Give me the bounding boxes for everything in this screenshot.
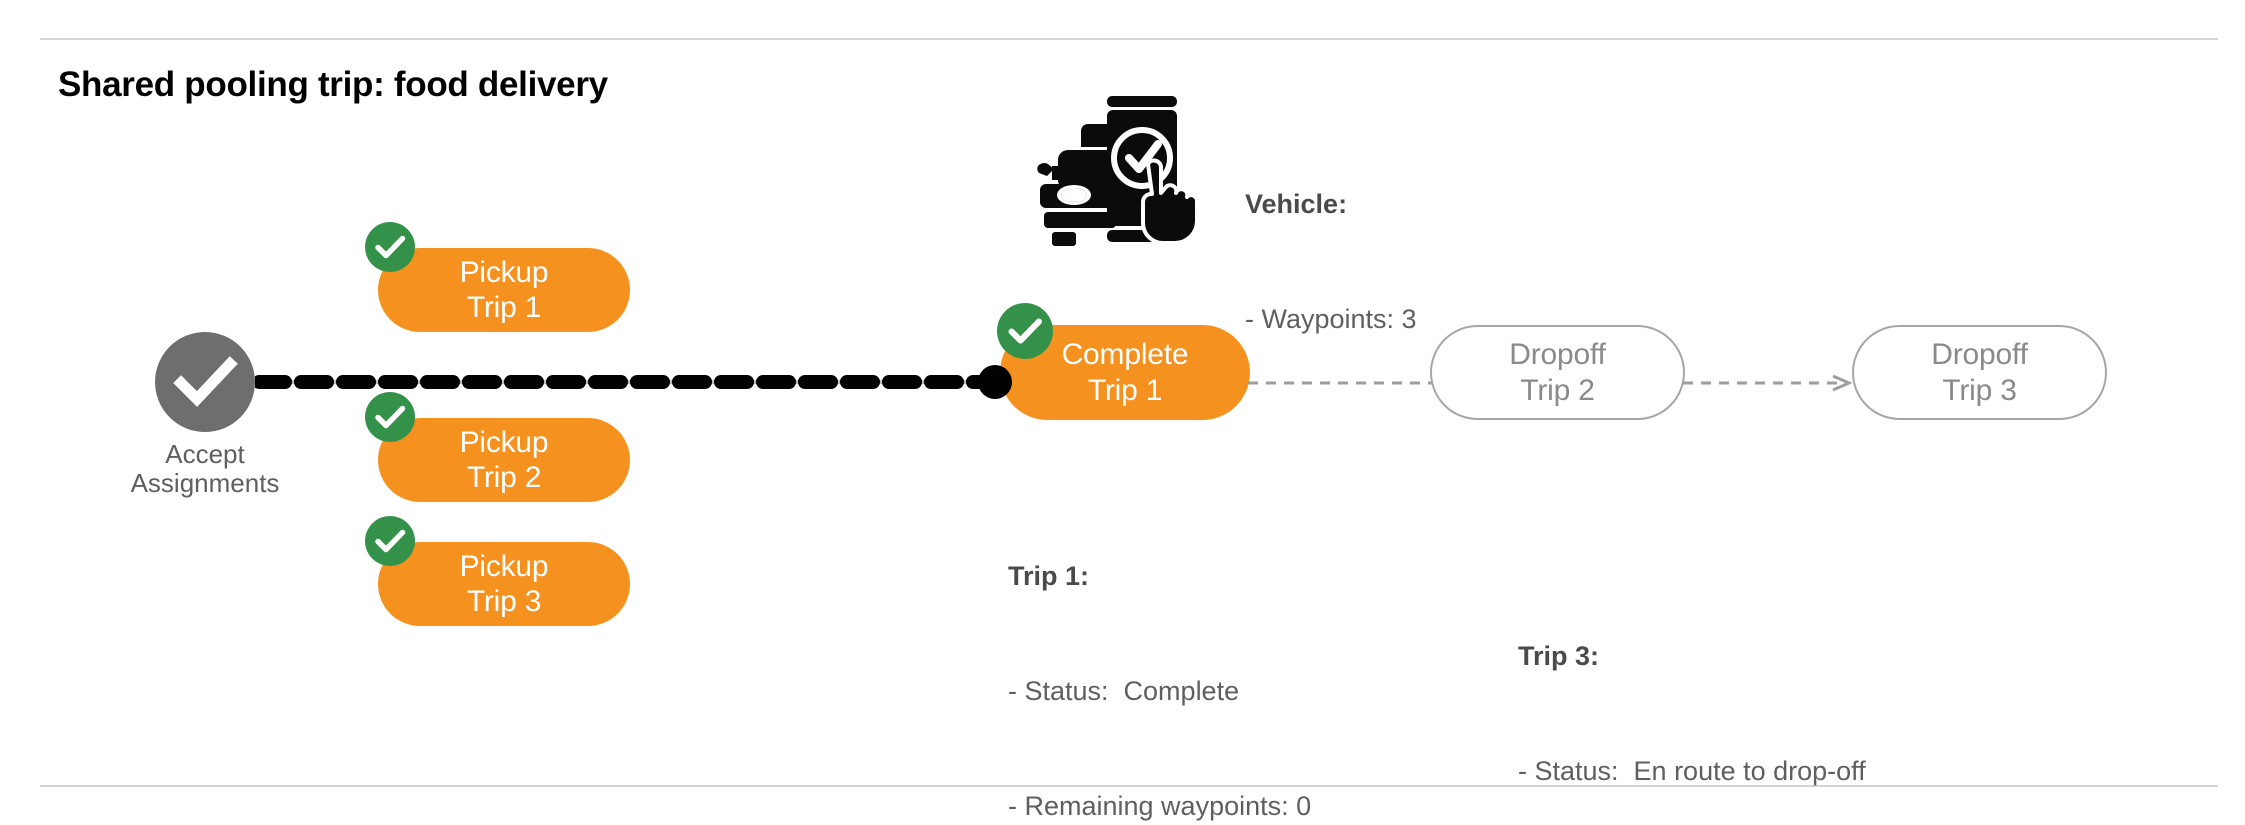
vehicle-heading-label: Vehicle [1245, 188, 1339, 219]
pickup-trip-1-line2: Trip 1 [466, 291, 542, 324]
check-badge-icon [365, 516, 415, 566]
vehicle-waypoints-line: - Waypoints: 3 [1245, 303, 1417, 334]
trip1-heading: Trip 1: [1008, 557, 1356, 595]
trip1-heading-label: Trip 1 [1008, 560, 1081, 591]
bottom-divider [40, 785, 2218, 787]
complete-trip-1-line1: Complete [1061, 338, 1189, 372]
vehicle-info-heading: Vehicle: [1245, 185, 1417, 223]
pickup-trip-2-line1: Pickup [459, 425, 549, 459]
accept-assignments-node[interactable]: Accept Assignments [131, 332, 279, 498]
pickup-trip-3-line1: Pickup [459, 549, 549, 583]
accept-label-line1: Accept [165, 439, 245, 469]
check-badge-icon [365, 392, 415, 442]
trip3-heading: Trip 3: [1518, 637, 1866, 675]
trip1-status-line: - Status: Complete [1008, 675, 1240, 706]
connector-complete-to-dropoff2 [1248, 373, 1436, 393]
main-dashed-connector [252, 364, 998, 400]
vehicle-heading-suffix: : [1338, 188, 1348, 219]
vehicle-info-block: Vehicle: - Waypoints: 3 [1245, 108, 1417, 415]
dropoff-trip-3-line2: Trip 3 [1942, 373, 2017, 407]
trip3-status-line: - Status: En route to drop-off [1518, 755, 1866, 786]
pickup-trip-1-node[interactable]: Pickup Trip 1 [378, 248, 630, 332]
connector-dropoff2-to-dropoff3 [1683, 373, 1858, 393]
connector-dot [978, 365, 1012, 399]
dropoff-trip-2-node[interactable]: Dropoff Trip 2 [1430, 325, 1685, 420]
dropoff-trip-3-node[interactable]: Dropoff Trip 3 [1852, 325, 2107, 420]
check-circle-icon [155, 332, 255, 432]
dropoff-trip-2-line1: Dropoff [1509, 338, 1606, 372]
pickup-trip-3-line2: Trip 3 [466, 585, 542, 618]
pickup-trip-2-node[interactable]: Pickup Trip 2 [378, 418, 630, 502]
trip-3-info-block: Trip 3: - Status: En route to drop-off -… [1518, 560, 1866, 825]
dropoff-trip-2-line2: Trip 2 [1520, 373, 1595, 407]
check-badge-icon [365, 222, 415, 272]
dropoff-trip-3-line1: Dropoff [1931, 338, 2028, 372]
top-divider [40, 38, 2218, 40]
trip-1-2-info-block: Trip 1: - Status: Complete - Remaining w… [1008, 480, 1356, 825]
complete-trip-1-line2: Trip 1 [1087, 373, 1163, 407]
accept-assignments-label: Accept Assignments [105, 439, 305, 499]
trip3-heading-suffix: : [1590, 640, 1600, 671]
pickup-trip-2-line2: Trip 2 [466, 461, 542, 494]
pickup-trip-3-node[interactable]: Pickup Trip 3 [378, 542, 630, 626]
pickup-trip-1-line1: Pickup [459, 255, 549, 289]
accept-label-line2: Assignments [130, 468, 280, 499]
check-badge-icon [997, 303, 1053, 359]
car-phone-check-icon [1030, 88, 1210, 250]
page-title: Shared pooling trip: food delivery [58, 65, 608, 104]
trip1-remaining-line: - Remaining waypoints: 0 [1008, 790, 1312, 821]
trip1-heading-suffix: : [1080, 560, 1090, 591]
trip3-heading-label: Trip 3 [1518, 640, 1591, 671]
